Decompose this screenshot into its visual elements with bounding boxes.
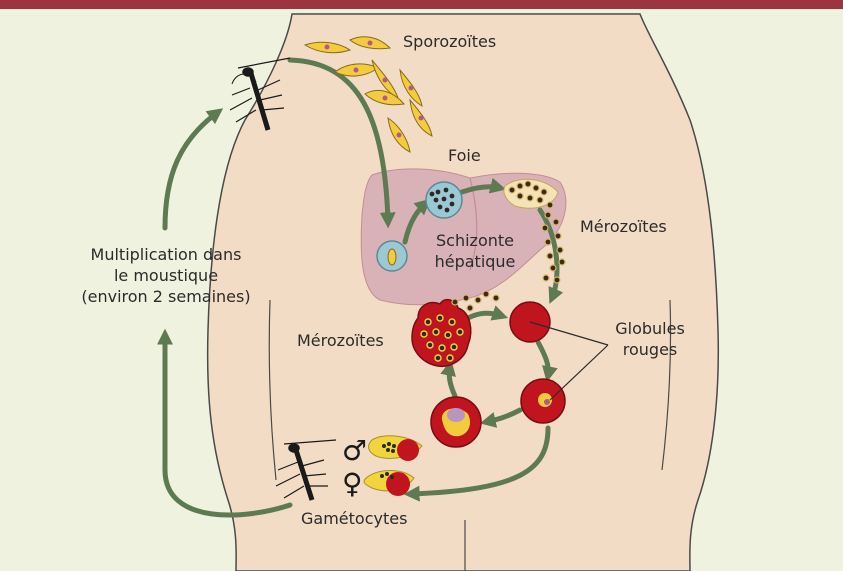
label-schizonte-hepatique: Schizonte hépatique [430, 230, 520, 272]
male-symbol: ♂ [342, 437, 367, 465]
hepatocyte-icon [377, 241, 407, 271]
female-symbol: ♀ [342, 470, 363, 498]
label-schizonte-line2: hépatique [430, 251, 520, 272]
label-multiplication: Multiplication dans le moustique (enviro… [76, 244, 256, 307]
arrow-multiplication-to-mosquito [165, 112, 218, 228]
label-globules-line2: rouges [608, 339, 692, 360]
label-globules-line1: Globules [608, 318, 692, 339]
label-merozoites-left: Mérozoïtes [297, 330, 384, 351]
red-blood-cell-icon [431, 397, 481, 447]
label-multiplication-line3: (environ 2 semaines) [76, 286, 256, 307]
label-gametocytes: Gamétocytes [301, 508, 407, 529]
label-foie: Foie [448, 145, 481, 166]
label-multiplication-line2: le moustique [76, 265, 256, 286]
schizont-icon [426, 182, 462, 218]
label-sporozoites: Sporozoïtes [403, 31, 496, 52]
red-blood-cell-icon [521, 379, 565, 423]
top-bar [0, 0, 843, 9]
label-globules-rouges: Globules rouges [608, 318, 692, 360]
label-merozoites-right: Mérozoïtes [580, 216, 667, 237]
label-multiplication-line1: Multiplication dans [76, 244, 256, 265]
label-schizonte-line1: Schizonte [430, 230, 520, 251]
